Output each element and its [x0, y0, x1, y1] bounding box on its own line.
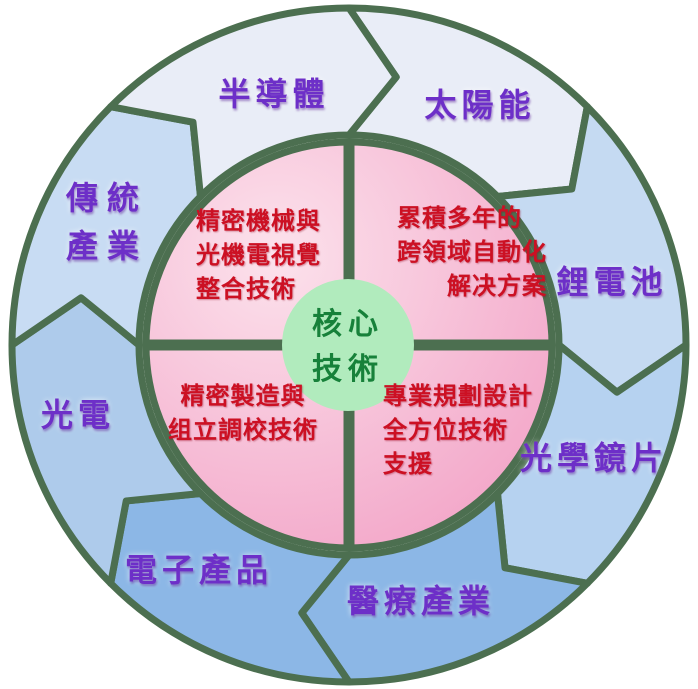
segment-label-optoelectronics: 光電 — [40, 396, 116, 434]
quadrant-line: 支援 — [383, 449, 433, 478]
segment-label-traditional-industry: 傳統 產業 — [66, 174, 148, 270]
segment-label-lithium-battery: 鋰電池 — [556, 263, 668, 301]
segment-label-semiconductor: 半導體 — [218, 75, 330, 113]
traditional-line-1: 傳統 — [65, 179, 149, 217]
segment-semiconductor — [107, 4, 400, 200]
quadrant-line: 跨領域自動化 — [397, 237, 547, 266]
quadrant-text-bottom-right: 專業規劃設計 全方位技術 支援 — [383, 379, 533, 481]
quadrant-text-top-left: 精密機械與 光機電視覺 整合技術 — [196, 204, 321, 306]
quadrant-line: 累積多年的 — [397, 203, 522, 232]
quadrant-line: 组立調校技術 — [168, 415, 318, 444]
core-line-1: 核心 — [312, 307, 384, 342]
traditional-line-2: 產業 — [65, 227, 149, 265]
segment-label-solar: 太陽能 — [424, 86, 536, 124]
quadrant-line: 精密製造與 — [180, 381, 306, 410]
outer-segment-ring — [8, 4, 690, 686]
segment-label-medical: 醫療產業 — [346, 582, 496, 620]
core-technology-label: 核心 技術 — [312, 302, 384, 392]
segment-label-electronics: 電子產品 — [124, 551, 274, 589]
quadrant-line: 精密機械與 — [196, 206, 321, 235]
quadrant-line: 整合技術 — [196, 274, 296, 303]
segment-label-optical-lens: 光學鏡片 — [519, 439, 669, 477]
quadrant-line: 光機電視覺 — [196, 240, 321, 269]
quadrant-text-top-right: 累積多年的 跨領域自動化 解决方案 — [397, 201, 547, 303]
quadrant-line: 解决方案 — [447, 271, 547, 300]
quadrant-text-bottom-left: 精密製造與 组立調校技術 — [168, 379, 318, 447]
quadrant-line: 專業規劃設計 — [383, 381, 533, 410]
quadrant-line: 全方位技術 — [383, 415, 508, 444]
core-line-2: 技術 — [312, 352, 384, 387]
core-circle — [282, 279, 414, 411]
